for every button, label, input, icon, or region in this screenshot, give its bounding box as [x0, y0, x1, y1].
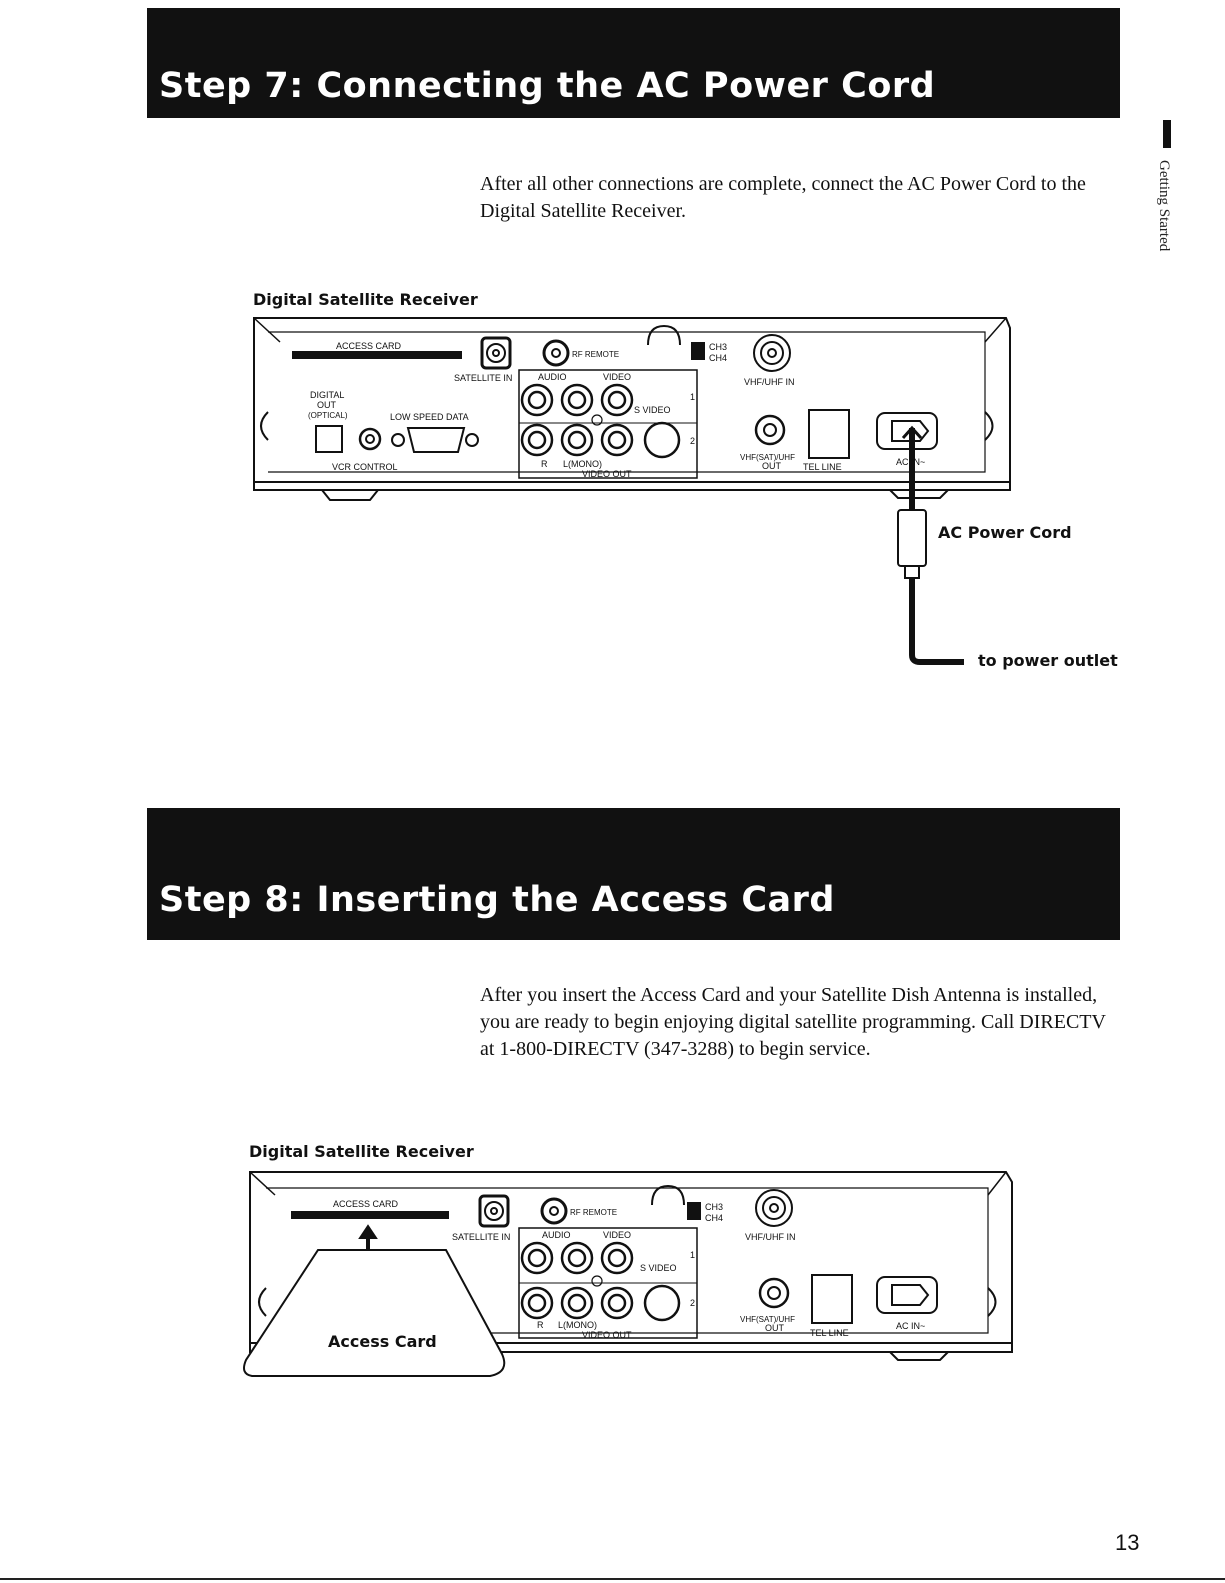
label-optical: (OPTICAL) [308, 411, 348, 420]
label-ac-in: AC IN~ [896, 457, 925, 467]
label-vhf-uhf-in: VHF/UHF IN [744, 377, 795, 387]
step7-banner: Step 7: Connecting the AC Power Cord [147, 8, 1120, 118]
label-low-speed-data: LOW SPEED DATA [390, 412, 469, 422]
label-s-video: S VIDEO [634, 405, 671, 415]
label-out: OUT [317, 400, 337, 410]
label-vcr-control: VCR CONTROL [332, 462, 398, 472]
step8-banner: Step 8: Inserting the Access Card [147, 808, 1120, 940]
label-row-1: 1 [690, 392, 695, 402]
step8-title: Step 8: Inserting the Access Card [159, 880, 835, 920]
label-digital: DIGITAL [310, 390, 344, 400]
label-l-mono: L(MONO) [563, 459, 602, 469]
step7-figure-label: Digital Satellite Receiver [253, 290, 478, 309]
label-audio: AUDIO [538, 372, 567, 382]
label-vhf-sat-uhf: VHF(SAT)/UHF [740, 453, 795, 462]
label-video: VIDEO [603, 372, 631, 382]
label-video-out: VIDEO OUT [582, 469, 632, 479]
label-out-2: OUT [762, 461, 782, 471]
label-ch4: CH4 [709, 353, 727, 363]
label-row-2: 2 [690, 436, 695, 446]
bottom-rule [0, 1578, 1225, 1580]
step7-title: Step 7: Connecting the AC Power Cord [159, 66, 936, 106]
label-ch3: CH3 [709, 342, 727, 352]
label-satellite-in: SATELLITE IN [454, 373, 512, 383]
label-tel-line: TEL LINE [803, 462, 842, 472]
label-rf-remote: RF REMOTE [572, 350, 619, 359]
label-access-card: ACCESS CARD [336, 341, 402, 351]
callout-power-outlet: to power outlet [978, 651, 1118, 670]
page-number: 13 [1115, 1530, 1140, 1555]
access-card-label: Access Card [328, 1332, 437, 1351]
side-tab-mark [1163, 120, 1171, 148]
label-r: R [541, 459, 548, 469]
step8-body: After you insert the Access Card and you… [480, 984, 1106, 1060]
step8-figure-label: Digital Satellite Receiver [249, 1142, 474, 1161]
step7-body: After all other connections are complete… [480, 173, 1086, 222]
callout-ac-power-cord: AC Power Cord [938, 523, 1072, 542]
